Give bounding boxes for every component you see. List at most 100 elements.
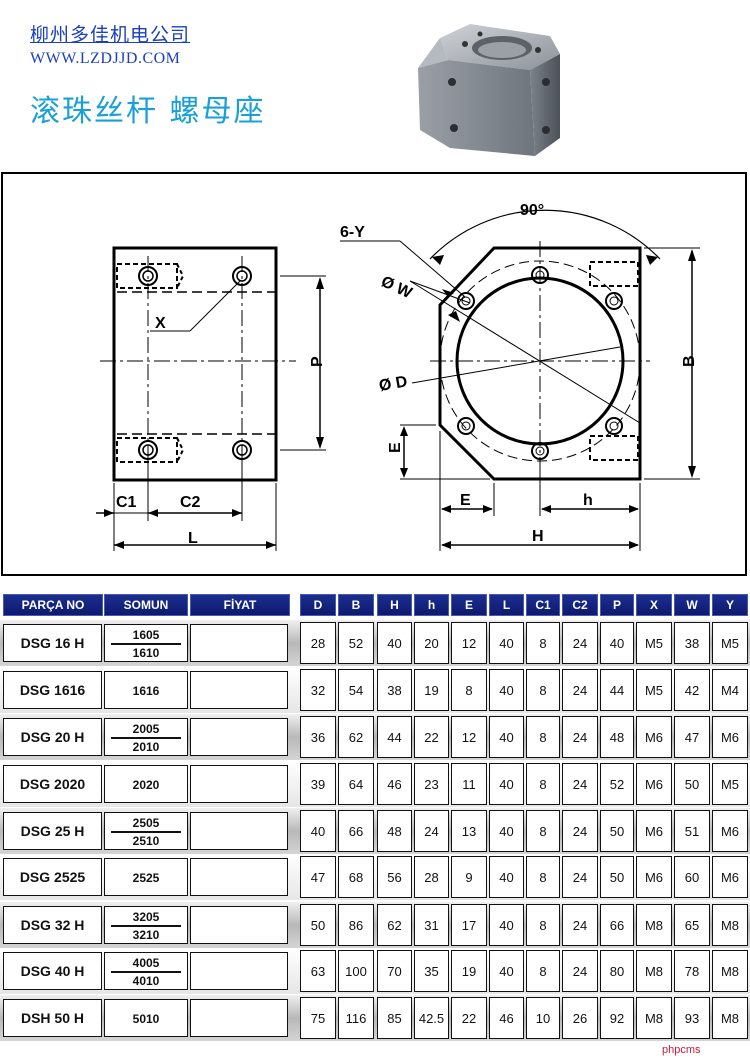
watermark: phpcms bbox=[662, 1044, 701, 1056]
nut-model-value: 5010 bbox=[132, 1012, 160, 1026]
dim-value-cell: 24 bbox=[562, 950, 598, 992]
dim-value-cell: 40 bbox=[489, 669, 524, 711]
price-cell[interactable] bbox=[190, 858, 288, 896]
dim-value-cell: 48 bbox=[600, 716, 634, 758]
dim-value-cell: 66 bbox=[600, 904, 634, 946]
nut-model-cell: 2020 bbox=[104, 765, 188, 803]
price-cell[interactable] bbox=[190, 952, 288, 990]
header-dim: X bbox=[636, 594, 672, 616]
dim-value-cell: M6 bbox=[636, 856, 672, 898]
dim-value-cell: 28 bbox=[414, 856, 449, 898]
dim-value-cell: 24 bbox=[562, 904, 598, 946]
company-url[interactable]: WWW.LZDJJD.COM bbox=[30, 50, 181, 67]
price-cell[interactable] bbox=[190, 765, 288, 803]
dim-value-cell: M8 bbox=[636, 997, 672, 1039]
dim-value-cell: 40 bbox=[489, 810, 524, 852]
dim-value-cell: 24 bbox=[562, 763, 598, 805]
label-h-big: H bbox=[532, 528, 544, 545]
dim-value-cell: 85 bbox=[377, 997, 412, 1039]
dim-value-cell: 9 bbox=[451, 856, 487, 898]
dim-value-cell: 80 bbox=[600, 950, 634, 992]
header-parca-no: PARÇA NO bbox=[3, 594, 103, 616]
dim-value-cell: 12 bbox=[451, 716, 487, 758]
nut-model-value: 2010 bbox=[132, 739, 160, 754]
header-dim: B bbox=[338, 594, 374, 616]
dim-value-cell: M6 bbox=[636, 716, 672, 758]
dim-value-cell: 70 bbox=[377, 950, 412, 992]
dim-value-cell: 11 bbox=[451, 763, 487, 805]
nut-model-value: 2510 bbox=[132, 833, 160, 848]
dim-value-cell: 48 bbox=[377, 810, 412, 852]
dim-value-cell: 10 bbox=[526, 997, 560, 1039]
header-dim: E bbox=[451, 594, 487, 616]
nut-model-cell: 2525 bbox=[104, 858, 188, 896]
dim-value-cell: 65 bbox=[674, 904, 710, 946]
header-dim: h bbox=[414, 594, 449, 616]
dim-value-cell: 40 bbox=[377, 622, 412, 664]
nut-model-value: 1610 bbox=[132, 645, 160, 660]
nut-model-divider bbox=[111, 925, 181, 927]
nut-model-value: 1616 bbox=[132, 684, 160, 698]
dim-value-cell: M6 bbox=[712, 716, 748, 758]
dim-value-cell: 13 bbox=[451, 810, 487, 852]
header-fiyat: FİYAT bbox=[190, 594, 290, 616]
dim-value-cell: 44 bbox=[377, 716, 412, 758]
dim-value-cell: M5 bbox=[712, 763, 748, 805]
price-cell[interactable] bbox=[190, 671, 288, 709]
dim-value-cell: 60 bbox=[674, 856, 710, 898]
part-number-cell: DSH 50 H bbox=[3, 999, 102, 1037]
dim-value-cell: 23 bbox=[414, 763, 449, 805]
dim-value-cell: M8 bbox=[636, 950, 672, 992]
price-cell[interactable] bbox=[190, 624, 288, 662]
dim-value-cell: 86 bbox=[338, 904, 374, 946]
price-cell[interactable] bbox=[190, 906, 288, 944]
dim-value-cell: 54 bbox=[338, 669, 374, 711]
dim-value-cell: 50 bbox=[300, 904, 336, 946]
dim-value-cell: 46 bbox=[377, 763, 412, 805]
nut-model-value: 4010 bbox=[132, 973, 160, 988]
dim-value-cell: 8 bbox=[526, 669, 560, 711]
dim-value-cell: M6 bbox=[636, 810, 672, 852]
nut-model-value: 2005 bbox=[132, 721, 160, 736]
dim-value-cell: 8 bbox=[526, 950, 560, 992]
dim-value-cell: 17 bbox=[451, 904, 487, 946]
product-photo bbox=[410, 10, 570, 160]
dim-value-cell: M5 bbox=[712, 622, 748, 664]
nut-model-value: 2505 bbox=[132, 815, 160, 830]
dim-value-cell: 8 bbox=[451, 669, 487, 711]
label-holes: 6-Y bbox=[340, 224, 365, 241]
nut-model-cell: 4005 4010 bbox=[104, 952, 188, 990]
dim-value-cell: 28 bbox=[300, 622, 336, 664]
price-cell[interactable] bbox=[190, 718, 288, 756]
dim-value-cell: 39 bbox=[300, 763, 336, 805]
dim-value-cell: 40 bbox=[300, 810, 336, 852]
dim-value-cell: M6 bbox=[712, 856, 748, 898]
dim-value-cell: 8 bbox=[526, 904, 560, 946]
price-cell[interactable] bbox=[190, 812, 288, 850]
header-dim: P bbox=[600, 594, 634, 616]
nut-model-value: 4005 bbox=[132, 955, 160, 970]
dim-value-cell: M8 bbox=[712, 904, 748, 946]
label-p: P bbox=[309, 356, 326, 367]
dim-value-cell: 75 bbox=[300, 997, 336, 1039]
nut-model-cell: 1616 bbox=[104, 671, 188, 709]
dim-value-cell: 32 bbox=[300, 669, 336, 711]
nut-model-value: 2525 bbox=[132, 871, 160, 885]
label-h-small: h bbox=[583, 492, 593, 509]
dim-value-cell: 40 bbox=[489, 950, 524, 992]
header-dim: Y bbox=[712, 594, 748, 616]
technical-drawing: X P C1 C2 L 90° 6-Y Ø W Ø D B E E h H bbox=[0, 171, 750, 577]
dim-value-cell: 35 bbox=[414, 950, 449, 992]
dim-value-cell: 116 bbox=[338, 997, 374, 1039]
label-d: Ø D bbox=[378, 373, 409, 395]
dim-value-cell: 40 bbox=[489, 904, 524, 946]
dim-value-cell: 8 bbox=[526, 810, 560, 852]
dim-value-cell: 42 bbox=[674, 669, 710, 711]
header-somun: SOMUN bbox=[104, 594, 188, 616]
dim-value-cell: 20 bbox=[414, 622, 449, 664]
company-name[interactable]: 柳州多佳机电公司 bbox=[30, 24, 191, 46]
price-cell[interactable] bbox=[190, 999, 288, 1037]
part-number-cell: DSG 2020 bbox=[3, 765, 102, 803]
